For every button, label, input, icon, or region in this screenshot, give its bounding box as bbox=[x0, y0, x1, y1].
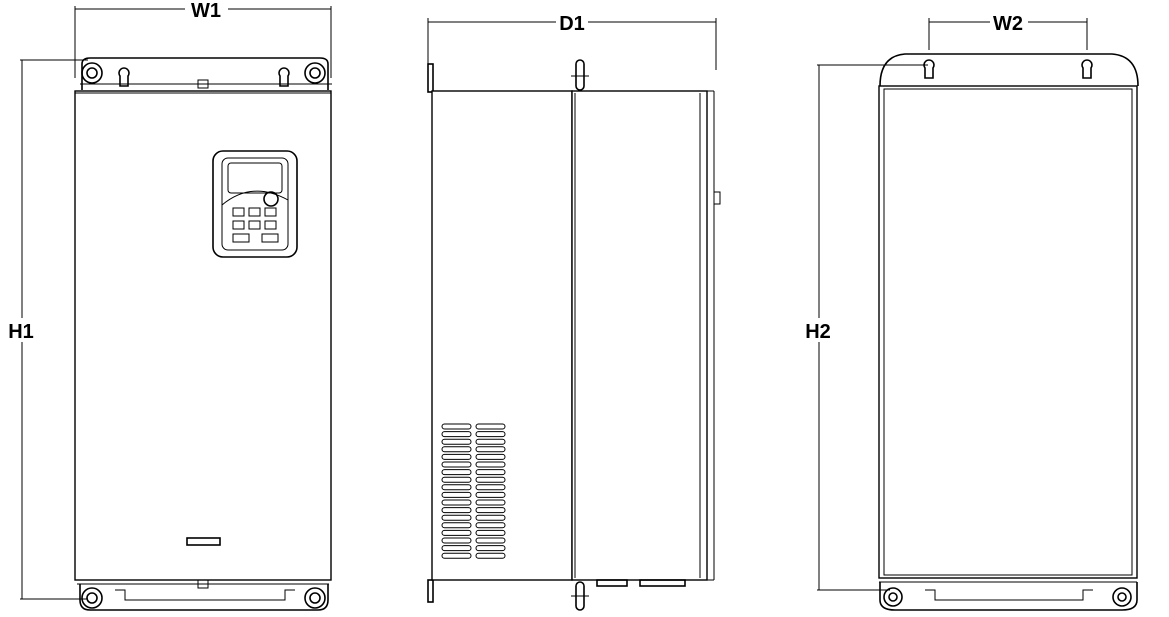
lifting-eye-bottom bbox=[571, 581, 589, 611]
vent-slot bbox=[441, 491, 472, 498]
rear-top-bracket bbox=[879, 53, 1139, 87]
label-h1: H1 bbox=[8, 321, 34, 343]
vent-slot bbox=[475, 507, 506, 514]
label-d1: D1 bbox=[559, 13, 585, 35]
label-w2: W2 bbox=[993, 13, 1023, 35]
vent-slot bbox=[441, 431, 472, 438]
side-view: D1 bbox=[427, 13, 721, 611]
vent-slot bbox=[441, 552, 472, 559]
dimension-w2: W2 bbox=[928, 13, 1088, 50]
side-rear-housing bbox=[431, 90, 573, 581]
vent-slot bbox=[441, 461, 472, 468]
rear-view: W2 H2 bbox=[805, 13, 1139, 611]
vent-slot bbox=[475, 537, 506, 544]
vent-slot bbox=[475, 529, 506, 536]
lifting-eye-top bbox=[571, 59, 589, 91]
vent-slot bbox=[441, 499, 472, 506]
top-mounting-bracket bbox=[80, 57, 332, 90]
vent-slot bbox=[441, 514, 472, 521]
vent-slot bbox=[475, 431, 506, 438]
front-body bbox=[74, 90, 332, 581]
vent-slot bbox=[475, 522, 506, 529]
label-h2: H2 bbox=[805, 321, 831, 343]
dimension-w1: W1 bbox=[74, 0, 332, 78]
vent-slot bbox=[441, 438, 472, 445]
vent-slot bbox=[441, 529, 472, 536]
front-view: W1 H1 bbox=[8, 0, 332, 611]
vent-slot bbox=[475, 491, 506, 498]
vent-slot bbox=[441, 453, 472, 460]
side-vents bbox=[441, 423, 506, 559]
dimension-h2: H2 bbox=[805, 64, 928, 591]
vent-slot bbox=[475, 453, 506, 460]
vent-slot bbox=[475, 461, 506, 468]
vent-slot bbox=[441, 423, 472, 430]
rear-body bbox=[878, 85, 1138, 579]
front-slot bbox=[186, 537, 221, 546]
rear-bottom-bracket bbox=[879, 581, 1138, 611]
vent-slot bbox=[475, 545, 506, 552]
vent-slot bbox=[441, 446, 472, 453]
bottom-mounting-bracket bbox=[77, 579, 329, 611]
vent-slot bbox=[475, 423, 506, 430]
side-flange-top bbox=[427, 63, 434, 93]
vent-slot bbox=[475, 484, 506, 491]
vent-slot bbox=[475, 446, 506, 453]
vent-slot bbox=[475, 514, 506, 521]
side-bottom-terminals bbox=[596, 579, 686, 587]
vent-slot bbox=[475, 469, 506, 476]
side-flange-bottom bbox=[427, 579, 434, 603]
side-front-cover bbox=[571, 90, 708, 581]
vent-slot bbox=[441, 484, 472, 491]
keypad-panel bbox=[212, 150, 298, 258]
label-w1: W1 bbox=[191, 0, 221, 22]
vent-slot bbox=[441, 537, 472, 544]
dimension-d1: D1 bbox=[427, 13, 717, 70]
vent-slot bbox=[441, 469, 472, 476]
vent-slot bbox=[441, 476, 472, 483]
vent-slot bbox=[441, 522, 472, 529]
vent-slot bbox=[475, 552, 506, 559]
dimension-h1: H1 bbox=[8, 59, 88, 600]
vent-slot bbox=[475, 499, 506, 506]
vent-slot bbox=[475, 476, 506, 483]
vent-slot bbox=[441, 507, 472, 514]
vent-slot bbox=[441, 545, 472, 552]
vent-slot bbox=[475, 438, 506, 445]
